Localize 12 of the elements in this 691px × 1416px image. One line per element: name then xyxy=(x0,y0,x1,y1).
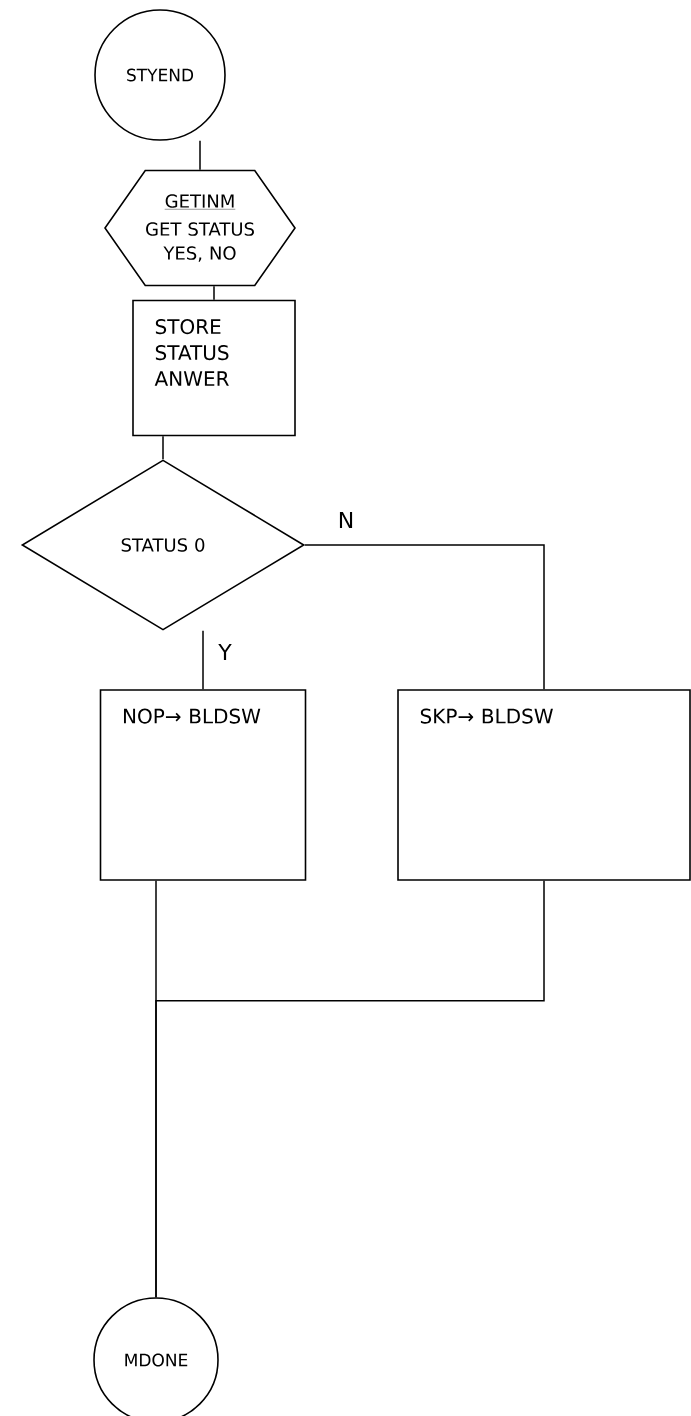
process-box: SKP→ BLDSW xyxy=(397,689,691,881)
connector-line xyxy=(162,435,164,460)
connector-line xyxy=(199,140,201,171)
process-box: NOP→ BLDSW xyxy=(99,689,307,881)
edge-label: Y xyxy=(216,641,234,662)
connector-line xyxy=(213,285,215,301)
connector-line xyxy=(155,880,545,1298)
edge-label: N xyxy=(335,509,357,530)
io-hexagon: GETINM GET STATUS YES, NO xyxy=(104,169,296,287)
process-box: STORE STATUS ANWER xyxy=(132,299,296,437)
connector-line xyxy=(304,544,545,690)
connector-line xyxy=(202,630,204,690)
